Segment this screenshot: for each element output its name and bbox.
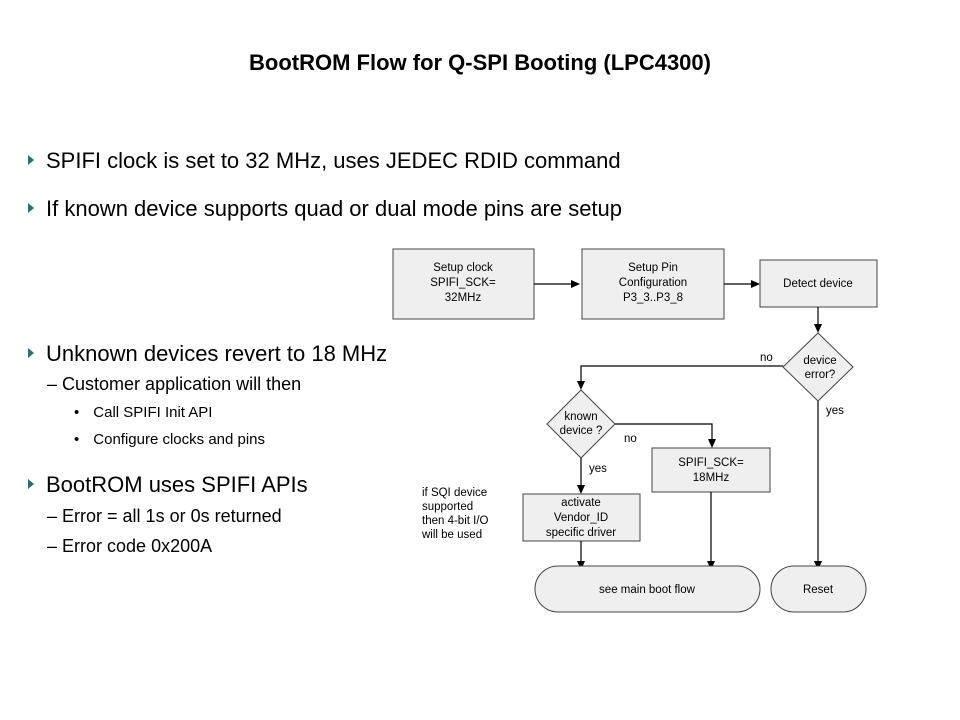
sub-bullet-error-code: – Error code 0x200A [47, 536, 212, 557]
node-text: P3_3..P3_8 [623, 292, 683, 304]
edge-label: yes [826, 405, 844, 417]
sub-bullet-text: Error code 0x200A [62, 536, 213, 556]
edge-error-yes: yes [814, 401, 844, 570]
node-text: SPIFI_SCK= [430, 277, 496, 289]
node-text: Detect device [783, 278, 853, 290]
node-text: specific driver [546, 527, 616, 539]
sub-bullet-error-all: – Error = all 1s or 0s returned [47, 506, 282, 527]
node-detect-device: Detect device [759, 259, 878, 308]
node-text: Reset [803, 584, 834, 596]
node-text: activate [561, 497, 601, 509]
edge-known-yes: yes [577, 458, 607, 494]
bullet-unknown-devices: Unknown devices revert to 18 MHz [28, 341, 387, 367]
sub-bullet-customer-app: – Customer application will then [47, 374, 301, 395]
node-reset: Reset [770, 565, 867, 613]
edge-label: yes [589, 463, 607, 475]
note-line: will be used [422, 529, 483, 541]
edge-pin-to-detect [724, 280, 760, 288]
bullet-text: BootROM uses SPIFI APIs [46, 472, 308, 497]
node-device-error: device error? [782, 332, 854, 402]
bullet-bootrom-apis: BootROM uses SPIFI APIs [28, 472, 308, 498]
node-text: Setup clock [433, 262, 493, 274]
dot: • [74, 404, 80, 421]
edge-detect-to-error [814, 307, 822, 333]
node-sck-18mhz: SPIFI_SCK= 18MHz [651, 447, 771, 493]
bullet-known-device: If known device supports quad or dual mo… [28, 196, 622, 222]
note-line: then 4-bit I/O [422, 515, 489, 527]
node-main-boot-flow: see main boot flow [534, 565, 761, 613]
bullet-arrow-icon [28, 155, 34, 166]
sub-sub-bullet-text: Call SPIFI Init API [93, 404, 213, 421]
sub-sub-bullet-configure: • Configure clocks and pins [74, 431, 265, 448]
node-text: Vendor_ID [554, 512, 608, 524]
bullet-arrow-icon [28, 348, 34, 359]
dash: – [47, 374, 58, 394]
node-text: device [803, 355, 836, 367]
dash: – [47, 536, 58, 556]
bullet-text: If known device supports quad or dual mo… [46, 196, 623, 221]
bullet-text: Unknown devices revert to 18 MHz [46, 341, 388, 366]
sqi-note: if SQI device supported then 4-bit I/O w… [422, 486, 488, 542]
node-text: error? [805, 369, 836, 381]
node-setup-pin: Setup Pin Configuration P3_3..P3_8 [581, 248, 725, 320]
node-text: device ? [560, 425, 603, 437]
node-text: 32MHz [445, 292, 482, 304]
dash: – [47, 506, 58, 526]
node-text: 18MHz [693, 472, 730, 484]
dot: • [74, 431, 80, 448]
node-text: see main boot flow [599, 584, 696, 596]
node-setup-clock: Setup clock SPIFI_SCK= 32MHz [392, 248, 535, 320]
edge-18mhz-to-main [707, 492, 715, 570]
edge-clock-to-pin [534, 280, 580, 288]
edge-label: no [624, 433, 637, 445]
note-line: supported [422, 501, 474, 513]
node-text: Setup Pin [628, 262, 678, 274]
bullet-arrow-icon [28, 203, 34, 214]
node-text: SPIFI_SCK= [678, 457, 744, 469]
note-line: if SQI device [422, 487, 488, 499]
node-known-device: known device ? [546, 389, 616, 459]
bullet-spifi-clock: SPIFI clock is set to 32 MHz, uses JEDEC… [28, 148, 621, 174]
node-activate-driver: activate Vendor_ID specific driver [522, 493, 641, 542]
bullet-arrow-icon [28, 479, 34, 490]
sub-bullet-text: Customer application will then [62, 374, 302, 394]
slide-title: BootROM Flow for Q-SPI Booting (LPC4300) [249, 50, 711, 75]
sub-sub-bullet-text: Configure clocks and pins [93, 431, 266, 448]
edge-error-no: no [577, 352, 783, 390]
node-text: known [564, 411, 597, 423]
edge-label: no [760, 352, 773, 364]
bullet-text: SPIFI clock is set to 32 MHz, uses JEDEC… [46, 148, 621, 173]
sub-sub-bullet-call-init: • Call SPIFI Init API [74, 404, 212, 421]
node-text: Configuration [619, 277, 687, 289]
edge-known-no: no [615, 423, 716, 448]
sub-bullet-text: Error = all 1s or 0s returned [62, 506, 282, 526]
